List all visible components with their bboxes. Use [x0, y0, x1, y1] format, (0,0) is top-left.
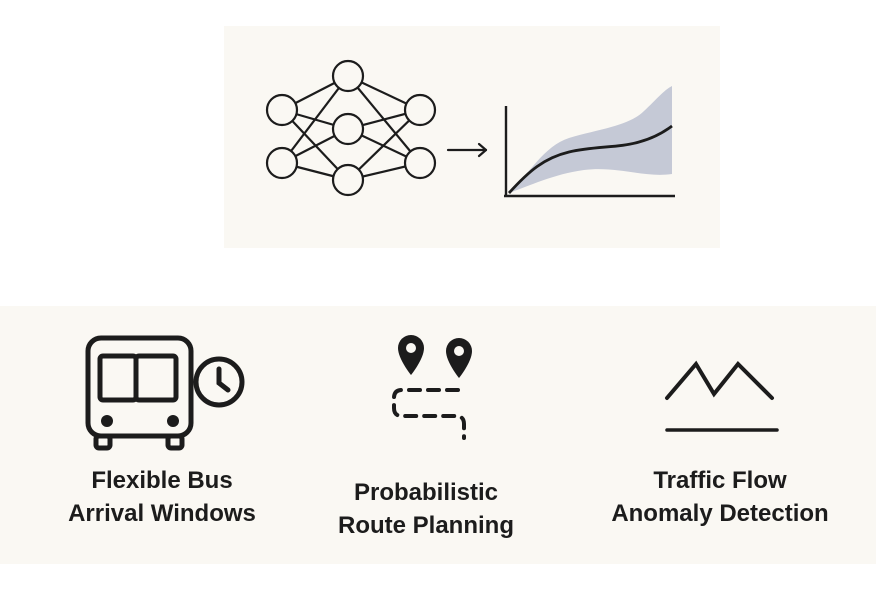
route-pins-icon — [392, 335, 472, 440]
traffic-wave-icon — [665, 360, 779, 432]
neural-network-icon — [265, 59, 437, 197]
feature-label: Traffic Flow Anomaly Detection — [611, 467, 829, 527]
features-panel: Flexible Bus Arrival Windows Probabilist… — [0, 306, 876, 564]
uncertainty-chart-icon — [504, 86, 675, 198]
map-pin-icon — [398, 335, 424, 375]
feature-route-planning: Probabilistic Route Planning — [280, 306, 572, 564]
feature-traffic-anomaly: Traffic Flow Anomaly Detection — [574, 306, 866, 564]
dashed-route — [392, 388, 466, 440]
forecast-line — [507, 124, 673, 194]
model-diagram — [265, 59, 675, 198]
feature-label: Flexible Bus Arrival Windows — [68, 467, 256, 527]
map-pin-icon — [446, 338, 472, 378]
feature-bus-arrival: Flexible Bus Arrival Windows — [16, 306, 308, 564]
bus-clock-icon — [85, 335, 245, 451]
anomaly-wave — [665, 360, 774, 400]
model-panel — [224, 26, 720, 248]
feature-label: Probabilistic Route Planning — [338, 479, 514, 539]
clock-icon — [193, 356, 245, 408]
uncertainty-band — [509, 86, 672, 193]
arrow-right-icon — [446, 142, 488, 158]
